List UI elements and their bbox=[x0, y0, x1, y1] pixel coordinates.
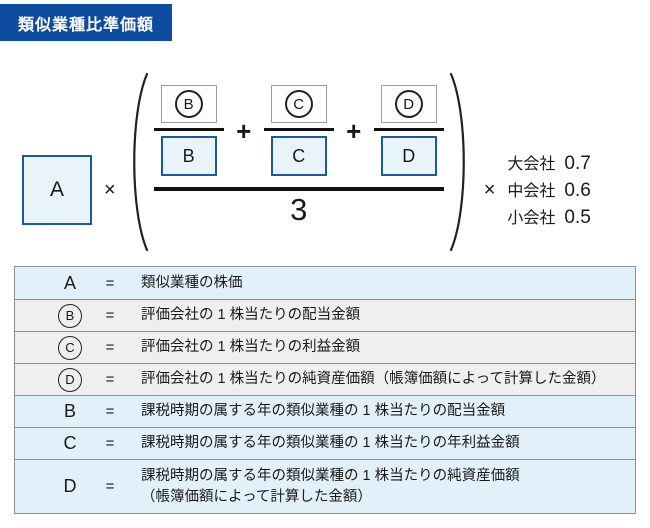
circled-c: C bbox=[284, 90, 313, 118]
equals-sign: = bbox=[105, 403, 115, 420]
symbol-c: C bbox=[292, 145, 306, 166]
small-company-multiplier: 小会社 0.5 bbox=[507, 206, 590, 231]
large-company-multiplier: 大会社 0.7 bbox=[507, 152, 590, 177]
left-parenthesis bbox=[132, 72, 148, 252]
medium-company-multiplier: 中会社 0.6 bbox=[507, 179, 590, 204]
legend-row-c: C = 課税時期の属する年の類似業種の 1 株当たりの年利益金額 bbox=[15, 427, 635, 459]
fraction-bar bbox=[373, 128, 444, 131]
symbol-d: D bbox=[402, 145, 416, 166]
multiplier-value: 0.7 bbox=[564, 153, 591, 174]
equals-sign: = bbox=[105, 307, 115, 324]
company-dividend-box: B bbox=[160, 85, 217, 123]
company-size-multipliers: 大会社 0.7 中会社 0.6 小会社 0.5 bbox=[507, 152, 590, 231]
equals-sign: = bbox=[105, 274, 115, 292]
legend-description: 評価会社の 1 株当たりの配当金額 bbox=[141, 307, 361, 324]
profit-ratio-fraction: C C bbox=[263, 85, 334, 176]
plus-sign: + bbox=[346, 115, 362, 146]
page-title-badge: 類似業種比準価額 bbox=[0, 4, 172, 41]
legend-row-circled-d: D = 評価会社の 1 株当たりの純資産価額（帳簿価額によって計算した金額） bbox=[15, 363, 635, 395]
symbol-legend-table: A = 類似業種の株価 B = 評価会社の 1 株当たりの配当金額 C = 評価… bbox=[14, 266, 636, 514]
main-fraction-bar bbox=[153, 187, 444, 191]
legend-symbol: D bbox=[63, 476, 77, 496]
company-profit-box: C bbox=[270, 85, 327, 123]
circled-b: B bbox=[58, 303, 82, 328]
multiply-sign: × bbox=[483, 179, 496, 201]
multiplier-label: 大会社 bbox=[507, 156, 556, 173]
equals-sign: = bbox=[105, 371, 115, 388]
legend-symbol: B bbox=[63, 401, 76, 421]
ratio-average-fraction: B B + C C + D bbox=[150, 85, 448, 227]
net-asset-ratio-fraction: D D bbox=[373, 85, 444, 176]
industry-dividend-box: B bbox=[160, 136, 217, 176]
right-parenthesis bbox=[449, 72, 465, 252]
legend-symbol: B bbox=[45, 303, 95, 328]
legend-symbol: D bbox=[45, 367, 95, 392]
multiplier-value: 0.6 bbox=[564, 180, 591, 201]
legend-description-line1: 課税時期の属する年の類似業種の 1 株当たりの純資産価額 bbox=[141, 468, 520, 485]
legend-description: 評価会社の 1 株当たりの利益金額 bbox=[141, 339, 361, 356]
legend-description-line2: （帳簿価額によって計算した金額） bbox=[141, 488, 372, 505]
industry-net-asset-box: D bbox=[380, 136, 437, 176]
multiplier-value: 0.5 bbox=[564, 207, 591, 228]
fraction-bar bbox=[153, 128, 224, 131]
symbol-b: B bbox=[182, 145, 195, 166]
legend-description: 課税時期の属する年の類似業種の 1 株当たりの配当金額 bbox=[141, 403, 506, 420]
legend-symbol: C bbox=[45, 335, 95, 360]
legend-symbol: A bbox=[63, 272, 76, 293]
multiplier-label: 中会社 bbox=[507, 183, 556, 200]
industry-stock-price-box: A bbox=[22, 155, 92, 225]
equals-sign: = bbox=[105, 339, 115, 356]
legend-description: 課税時期の属する年の類似業種の 1 株当たりの純資産価額 （帳簿価額によって計算… bbox=[141, 466, 520, 507]
legend-row-circled-c: C = 評価会社の 1 株当たりの利益金額 bbox=[15, 331, 635, 363]
company-net-asset-box: D bbox=[380, 85, 437, 123]
legend-description: 評価会社の 1 株当たりの純資産価額（帳簿価額によって計算した金額） bbox=[141, 371, 606, 388]
legend-description: 類似業種の株価 bbox=[141, 274, 243, 291]
legend-row-circled-b: B = 評価会社の 1 株当たりの配当金額 bbox=[15, 299, 635, 331]
ratio-numerator-row: B B + C C + D bbox=[153, 85, 444, 176]
equals-sign: = bbox=[105, 435, 115, 452]
plus-sign: + bbox=[236, 115, 252, 146]
page-title: 類似業種比準価額 bbox=[17, 16, 154, 34]
circled-b: B bbox=[174, 90, 203, 118]
legend-symbol: C bbox=[63, 433, 77, 453]
circled-c: C bbox=[58, 335, 82, 360]
fraction-bar bbox=[263, 128, 334, 131]
legend-row-a: A = 類似業種の株価 bbox=[15, 267, 635, 299]
symbol-a: A bbox=[49, 178, 64, 201]
legend-row-b: B = 課税時期の属する年の類似業種の 1 株当たりの配当金額 bbox=[15, 395, 635, 427]
industry-profit-box: C bbox=[270, 136, 327, 176]
circled-d: D bbox=[58, 367, 82, 392]
equals-sign: = bbox=[105, 478, 115, 495]
circled-d: D bbox=[394, 90, 423, 118]
valuation-formula: A × B B + C C bbox=[22, 72, 591, 252]
multiply-sign: × bbox=[104, 179, 116, 201]
legend-row-d: D = 課税時期の属する年の類似業種の 1 株当たりの純資産価額 （帳簿価額によ… bbox=[15, 459, 635, 513]
divisor-three: 3 bbox=[290, 192, 308, 227]
dividend-ratio-fraction: B B bbox=[153, 85, 224, 176]
multiplier-label: 小会社 bbox=[507, 210, 556, 227]
legend-description: 課税時期の属する年の類似業種の 1 株当たりの年利益金額 bbox=[141, 435, 520, 452]
